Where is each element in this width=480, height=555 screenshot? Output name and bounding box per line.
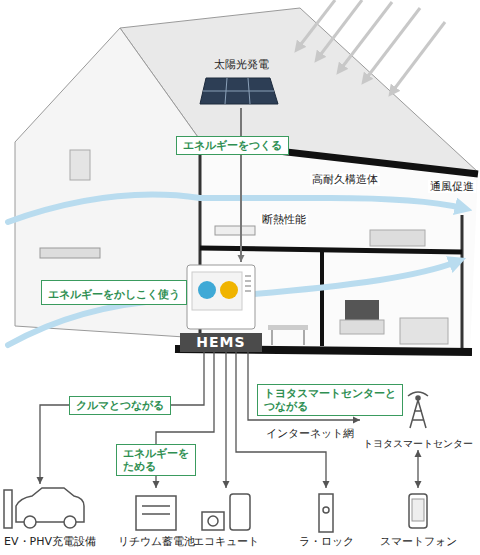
solar-panel <box>200 78 278 104</box>
hems-monitor <box>198 281 216 299</box>
text-label: 断熱性能 <box>260 213 308 226</box>
arrowhead <box>223 481 230 488</box>
node-label: HEMS <box>196 333 245 352</box>
text-label: インターネット網 <box>264 427 356 440</box>
sunlight-ray <box>340 2 392 70</box>
lock-icon <box>319 494 333 532</box>
smartphone-icon <box>409 494 427 528</box>
text-label: 通風促進 <box>428 180 476 193</box>
car-icon <box>4 488 84 528</box>
edge-label: エネルギーを ためる <box>116 444 196 476</box>
battery-icon <box>142 506 170 514</box>
hems-box: HEMS <box>180 262 262 352</box>
node-label: エネルギーをかしこく使う <box>48 288 180 301</box>
edge-label: エネルギーをつくる <box>176 136 289 155</box>
house-interior <box>345 300 379 320</box>
connector-line <box>240 108 242 262</box>
hems-monitor <box>187 265 255 329</box>
arrowhead <box>37 477 44 484</box>
hems-monitor <box>220 281 238 299</box>
solar-panel <box>203 78 274 104</box>
house-interior <box>320 252 324 346</box>
edge-label: トヨタスマートセンターと つながる <box>257 384 403 416</box>
solar-panel <box>200 78 278 104</box>
connector-line <box>225 352 226 488</box>
house-gable <box>70 150 90 180</box>
edge-label: クルマとつながる <box>69 396 171 415</box>
house-interior <box>400 318 448 344</box>
node-label: EV・PHV充電設備 <box>4 535 96 548</box>
antenna-icon <box>408 392 428 428</box>
house-interior <box>200 248 462 252</box>
arrowhead <box>153 481 160 488</box>
node-label: リチウム蓄電池 <box>118 535 195 548</box>
antenna-icon <box>410 400 426 428</box>
node-label: ラ・ロック <box>299 535 354 548</box>
hems-band: HEMS <box>180 333 262 352</box>
hems-monitor <box>187 265 255 329</box>
car-icon <box>64 516 76 528</box>
connector-line <box>40 352 204 484</box>
node-label: トヨタスマートセンター <box>363 437 473 450</box>
car-icon <box>24 516 36 528</box>
house-interior <box>268 325 308 330</box>
house-interior <box>461 215 464 350</box>
node-label: エコキュート <box>193 535 259 548</box>
ecocute-icon <box>202 512 224 530</box>
car-icon <box>4 490 12 528</box>
device-node: エコキュート <box>190 488 262 548</box>
arrowhead <box>323 481 330 488</box>
house-gable <box>15 28 200 338</box>
hems-monitor <box>245 276 251 291</box>
airflow-arrow <box>8 195 462 222</box>
house-interior <box>370 230 425 246</box>
arrowhead <box>415 450 422 457</box>
sunlight-ray <box>365 8 420 80</box>
hems-monitor <box>192 272 242 310</box>
device-node: リチウム蓄電池 <box>111 488 201 548</box>
solar-node: 太陽光発電 <box>191 58 291 108</box>
house-interior <box>215 226 255 235</box>
airflow-arrow <box>8 195 462 345</box>
lock-icon <box>319 494 333 532</box>
connector <box>37 352 205 484</box>
device-node: EV・PHV充電設備 <box>1 484 99 548</box>
node-label: スマートフォン <box>380 535 457 548</box>
connector <box>223 352 230 488</box>
ecocute-icon <box>230 494 250 530</box>
house-interior <box>272 330 304 345</box>
battery-icon <box>136 496 176 530</box>
arrowhead <box>353 417 360 424</box>
text-label: 高耐久構造体 <box>310 173 380 186</box>
smartphone-icon <box>412 499 424 521</box>
arrowhead <box>238 255 245 262</box>
node-label: 太陽光発電 <box>214 58 269 71</box>
lock-icon <box>323 507 329 513</box>
smartphone-icon <box>409 494 427 528</box>
ecocute-icon <box>208 516 218 526</box>
battery-icon <box>136 496 176 530</box>
house-interior <box>175 140 478 352</box>
sunlight-ray <box>392 22 445 92</box>
arrowhead <box>415 481 422 488</box>
house-gable <box>15 28 200 338</box>
ecocute-icon <box>202 494 250 530</box>
callout-box: エネルギーをかしこく使う <box>41 280 187 305</box>
connector <box>415 450 422 488</box>
sunlight-ray <box>298 0 445 92</box>
antenna-icon <box>416 396 420 400</box>
house-gable <box>40 248 100 258</box>
connector <box>238 108 245 262</box>
device-node: ラ・ロック <box>296 488 357 548</box>
house-interior <box>340 320 384 334</box>
device-node: スマートフォン <box>375 488 461 548</box>
